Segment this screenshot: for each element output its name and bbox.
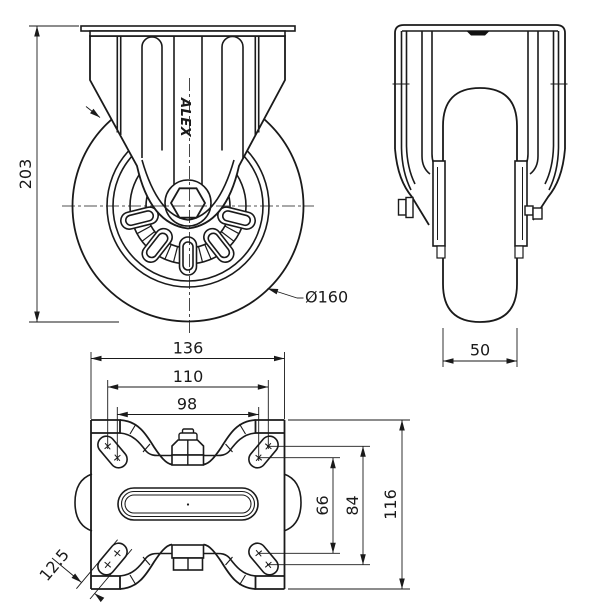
- dim-slot-width: 12.5: [36, 545, 73, 585]
- dim-hole-pitch-short-inner: 66: [313, 495, 332, 515]
- leg-leader-arrow: [85, 106, 101, 118]
- front-view: ALEX: [71, 25, 305, 323]
- dim-overall-height: 203: [16, 159, 35, 190]
- centerlines: [62, 78, 314, 333]
- bolt-slots: [97, 435, 279, 576]
- central-slot: [117, 487, 259, 521]
- plan-view: [74, 419, 302, 590]
- dim-hole-pitch-short-outer: 84: [343, 495, 362, 515]
- wheel-bulge-left: [74, 473, 93, 532]
- fork-side-shell: [394, 24, 566, 149]
- axle-hex-nut: [169, 187, 207, 219]
- dim-wheel-width: 50: [470, 341, 490, 360]
- dimension-lines: [29, 25, 518, 603]
- wheel-bulge-right: [283, 473, 302, 532]
- dim-hole-pitch-long-inner: 98: [177, 395, 197, 414]
- kingpin-bolt-top: [171, 428, 205, 466]
- dimension-labels: 203 Ø160 50 136 110 98 66 84 116 12.5: [16, 159, 490, 585]
- spoke-struts: [136, 225, 240, 263]
- spoke-slots: [120, 206, 256, 276]
- hub-circle: [164, 179, 212, 227]
- bend-ticks: [129, 423, 246, 586]
- dim-plate-width: 116: [381, 489, 400, 520]
- wheel-side: [442, 87, 518, 323]
- dim-wheel-diameter: Ø160: [305, 288, 348, 307]
- plate-corner-tabs: [91, 419, 285, 590]
- top-notch: [466, 31, 490, 36]
- axle-bolt-side: [397, 196, 543, 220]
- fork-legs-side: [432, 160, 528, 259]
- brand-logo: ALEX: [177, 97, 192, 138]
- side-view: [392, 24, 568, 323]
- dim-plate-length: 136: [173, 339, 204, 358]
- fork-front: [80, 25, 296, 230]
- dim-hole-pitch-long-outer: 110: [173, 367, 204, 386]
- kingpin-bolt-bottom: [171, 544, 205, 571]
